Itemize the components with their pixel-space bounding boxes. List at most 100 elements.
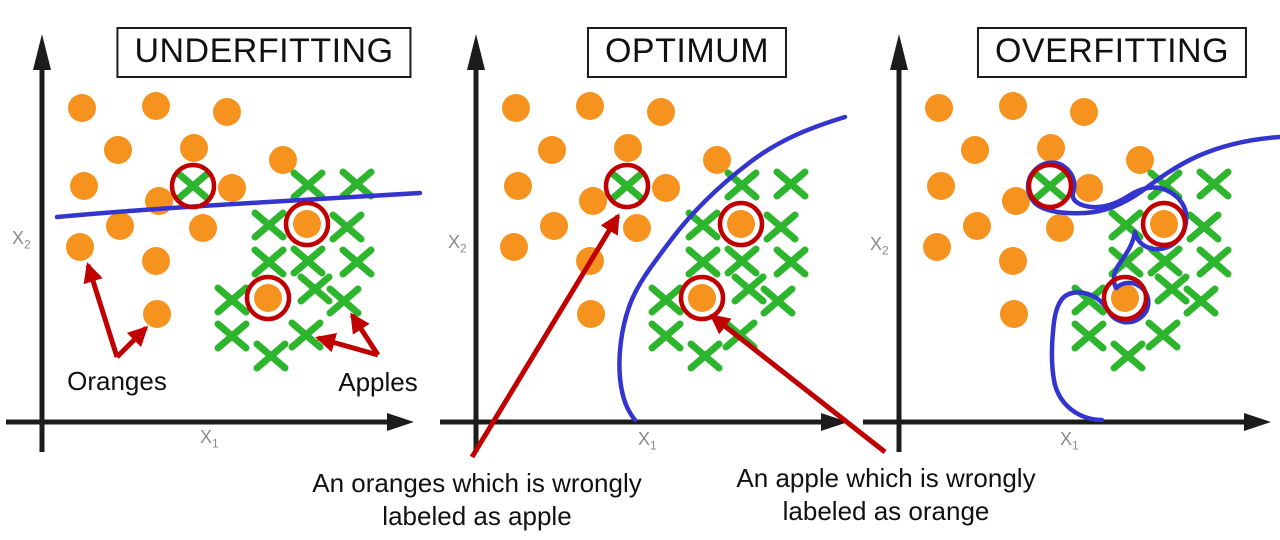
axis-label-subscript: 1 (650, 438, 657, 453)
apple-cross (326, 285, 362, 317)
error-circle (1026, 162, 1074, 210)
axis-label-subscript: 2 (882, 243, 889, 258)
apple-cross (1147, 245, 1183, 277)
apple-cross (339, 168, 375, 200)
orange-dot (213, 98, 241, 126)
apple-cross (1196, 168, 1232, 200)
apple-cross (253, 340, 289, 372)
error-circle (603, 162, 651, 210)
axis-label-subscript: 2 (24, 237, 31, 252)
apple-cross (773, 168, 809, 200)
orange-dot (538, 136, 566, 164)
error-circle (283, 200, 331, 248)
apple-cross (687, 340, 723, 372)
misclassified-apple-cross (1032, 170, 1068, 202)
orange-dot (923, 233, 951, 261)
orange-dot (652, 174, 680, 202)
apple-cross (339, 246, 375, 278)
caption-line-2: labeled as apple (382, 501, 572, 531)
apple-cross (1145, 319, 1181, 351)
apple-cross (1071, 320, 1107, 352)
apple-cross (773, 246, 809, 278)
orange-dot (106, 212, 134, 240)
apple-cross (288, 319, 324, 351)
axis-label-subscript: 1 (212, 436, 219, 451)
axis-label-text: X (870, 234, 883, 254)
orange-dot (961, 136, 989, 164)
axis-label-text: X (200, 427, 213, 447)
orange-dot (180, 134, 208, 162)
misclassified-orange-dot (1150, 210, 1178, 238)
panel-overfitting (863, 34, 1280, 452)
caption-line-1: An oranges which is wrongly (312, 468, 642, 498)
error-circle (717, 200, 765, 248)
apple-cross (685, 246, 721, 278)
apple-cross (214, 320, 250, 352)
y-axis-arrowhead (467, 34, 485, 70)
error-circle (1140, 200, 1188, 248)
panel-title-underfitting: UNDERFITTING (116, 27, 412, 78)
apple-cross (290, 169, 326, 201)
orange-dot (66, 233, 94, 261)
caption-line-1: An apple which is wrongly (736, 463, 1036, 493)
x-axis-arrowhead (1244, 413, 1271, 431)
class-pointer-arrow (349, 312, 381, 357)
callout-arrow (469, 213, 621, 459)
orange-dot (218, 174, 246, 202)
orange-dot (703, 146, 731, 174)
y-axis-arrowhead (33, 34, 51, 70)
panel-underfitting (6, 34, 423, 452)
axis-label-text: X (12, 228, 25, 248)
apple-cross (251, 246, 287, 278)
misclassified-orange-dot (688, 284, 716, 312)
orange-dot (68, 94, 96, 122)
callout-arrow (709, 314, 887, 454)
orange-dot (1002, 187, 1030, 215)
orange-dot (1075, 174, 1103, 202)
apple-cross (251, 209, 287, 241)
error-circle (169, 162, 217, 210)
decision-boundary (617, 114, 848, 423)
orange-dot (963, 212, 991, 240)
x-axis-arrowhead (821, 413, 848, 431)
orange-dot (502, 94, 530, 122)
misclassified-orange-dot (293, 210, 321, 238)
orange-dot (504, 172, 532, 200)
misclassified-apple-cross (175, 170, 211, 202)
apple-cross (724, 245, 760, 277)
misclassified-apple-cross (609, 170, 645, 202)
apple-cross (763, 211, 799, 243)
apples-class-label: Apples (338, 367, 418, 397)
orange-dot (999, 247, 1027, 275)
orange-dot (143, 300, 171, 328)
caption-apple-mislabeled-as-orange: An apple which is wrongly labeled as ora… (736, 462, 1035, 528)
orange-dot (500, 233, 528, 261)
panel-title-overfitting: OVERFITTING (976, 27, 1248, 78)
apple-cross (648, 320, 684, 352)
orange-dot (647, 98, 675, 126)
error-circle (1101, 274, 1149, 322)
error-circle (678, 274, 726, 322)
axis-label-subscript: 1 (1072, 438, 1079, 453)
panel-optimum (440, 34, 848, 452)
orange-dot (576, 92, 604, 120)
apple-cross (1183, 285, 1219, 317)
orange-dot (142, 92, 170, 120)
axis-label-text: X (448, 232, 461, 252)
x1-axis-label: X1 (1060, 429, 1079, 453)
class-pointer-arrow (315, 333, 379, 358)
decision-boundary (54, 190, 423, 220)
x1-axis-label: X1 (638, 429, 657, 453)
orange-dot (925, 94, 953, 122)
x2-axis-label: X2 (12, 228, 31, 252)
apple-cross (1154, 273, 1190, 305)
apple-cross (685, 209, 721, 241)
orange-dot (70, 172, 98, 200)
orange-dot (927, 172, 955, 200)
class-pointer-arrow (83, 262, 120, 358)
caption-line-2: labeled as orange (782, 496, 990, 526)
class-pointer-arrow (115, 325, 149, 359)
x2-axis-label: X2 (448, 232, 467, 256)
orange-dot (142, 247, 170, 275)
